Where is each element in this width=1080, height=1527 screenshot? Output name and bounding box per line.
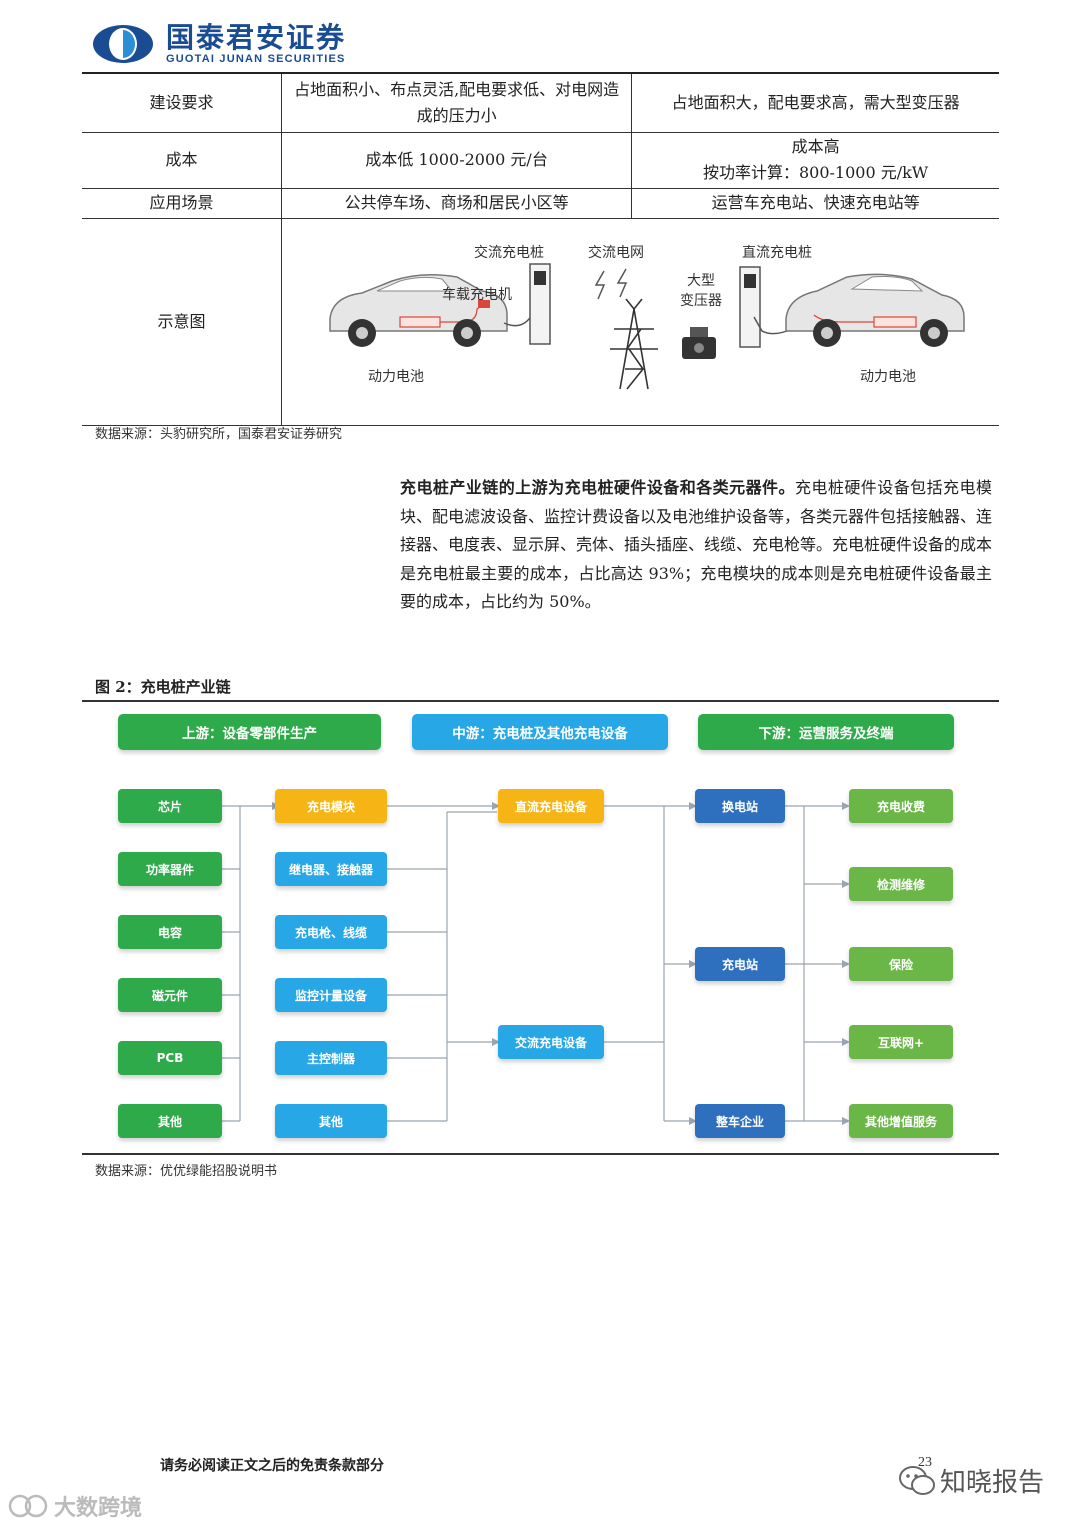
label-onboard-charger: 车载充电机 [442,286,512,303]
operator-automaker: 整车企业 [695,1104,785,1138]
component-magnetic: 磁元件 [118,978,222,1012]
module-relay: 继电器、接触器 [275,852,387,886]
cell-ac: 成本低 1000-2000 元/台 [281,132,633,189]
module-monitoring: 监控计量设备 [275,978,387,1012]
upstream-header: 上游：设备零部件生产 [118,714,381,750]
label-ac-pile: 交流充电桩 [474,244,544,261]
ac-pile-icon [529,262,551,345]
charging-diagram-cell: 交流充电桩 交流电网 直流充电桩 车载充电机 大型变压器 动力电池 动力电池 [281,218,999,426]
equipment-ac: 交流充电设备 [498,1025,604,1059]
label-ac-grid: 交流电网 [588,244,644,261]
component-capacitor: 电容 [118,915,222,949]
module-charging: 充电模块 [275,789,387,823]
table-row: 应用场景 公共停车场、商场和居民小区等 运营车充电站、快速充电站等 [82,188,999,219]
component-other: 其他 [118,1104,222,1138]
brand-name-en: GUOTAI JUNAN SECURITIES [166,53,346,65]
service-other: 其他增值服务 [849,1104,953,1138]
module-controller: 主控制器 [275,1041,387,1075]
service-internet: 互联网+ [849,1025,953,1059]
cell-dc: 运营车充电站、快速充电站等 [631,188,999,219]
row-label: 成本 [82,132,282,189]
brand-name-cn: 国泰君安证券 [166,21,347,54]
service-fee: 充电收费 [849,789,953,823]
right-car-icon [785,273,965,347]
watermark-left: 大数跨境 [8,1490,142,1522]
charging-diagram: 交流充电桩 交流电网 直流充电桩 车载充电机 大型变压器 动力电池 动力电池 [329,244,965,389]
watermark-logo-icon [8,1494,48,1518]
component-pcb: PCB [118,1041,222,1075]
comparison-table: 建设要求 占地面积小、布点灵活,配电要求低、对电网造成的压力小 占地面积大，配电… [82,74,999,426]
transformer-icon [682,326,716,359]
component-chip: 芯片 [118,789,222,823]
cell-dc: 占地面积大，配电要求高，需大型变压器 [631,74,999,133]
row-label: 建设要求 [82,74,282,133]
service-insurance: 保险 [849,947,953,981]
lightning-icon [594,268,628,299]
body-paragraph: 充电桩产业链的上游为充电桩硬件设备和各类元器件。充电桩硬件设备包括充电模块、配电… [400,478,993,611]
table-row: 成本 成本低 1000-2000 元/台 成本高 按功率计算：800-1000 … [82,132,999,189]
component-power-device: 功率器件 [118,852,222,886]
midstream-header: 中游：充电桩及其他充电设备 [412,714,668,750]
equipment-dc: 直流充电设备 [498,789,604,823]
cell-ac: 公共停车场、商场和居民小区等 [281,188,633,219]
figure-title: 图 2：充电桩产业链 [95,678,231,696]
cell-ac: 占地面积小、布点灵活,配电要求低、对电网造成的压力小 [281,74,633,133]
dc-pile-icon [739,265,761,348]
industry-chain-diagram: 上游：设备零部件生产 中游：充电桩及其他充电设备 下游：运营服务及终端 芯片 功… [82,702,999,1153]
brand-logo: 国泰君安证券 GUOTAI JUNAN SECURITIES [92,22,346,66]
operator-battery-swap: 换电站 [695,789,785,823]
figure-rule [82,1153,999,1155]
module-gun-cable: 充电枪、线缆 [275,915,387,949]
disclaimer-note: 请务必阅读正文之后的免责条款部分 [160,1458,384,1474]
cell-dc: 成本高 按功率计算：800-1000 元/kW [631,132,999,189]
downstream-header: 下游：运营服务及终端 [698,714,954,750]
table-row: 示意图 [82,218,999,426]
wechat-icon [899,1465,935,1495]
figure-rule [82,700,999,702]
label-battery-left: 动力电池 [368,369,424,385]
watermark-right: 知晓报告 [898,1462,1044,1499]
header-rule [82,72,999,74]
left-car-icon [329,273,508,347]
row-label: 示意图 [82,218,282,426]
chain-connectors [222,802,850,1125]
label-transformer: 大型变压器 [680,273,722,309]
power-tower-icon [610,298,658,389]
service-maintenance: 检测维修 [849,867,953,901]
operator-charging-station: 充电站 [695,947,785,981]
table-row: 建设要求 占地面积小、布点灵活,配电要求低、对电网造成的压力小 占地面积大，配电… [82,74,999,133]
source-note: 数据来源：头豹研究所，国泰君安证券研究 [95,427,343,442]
label-dc-pile: 直流充电桩 [742,244,812,261]
module-other: 其他 [275,1104,387,1138]
row-label: 应用场景 [82,188,282,219]
page-number: 23 [918,1455,932,1470]
brand-logo-icon [92,24,154,64]
source-note: 数据来源：优优绿能招股说明书 [95,1164,278,1179]
label-battery-right: 动力电池 [860,369,916,385]
